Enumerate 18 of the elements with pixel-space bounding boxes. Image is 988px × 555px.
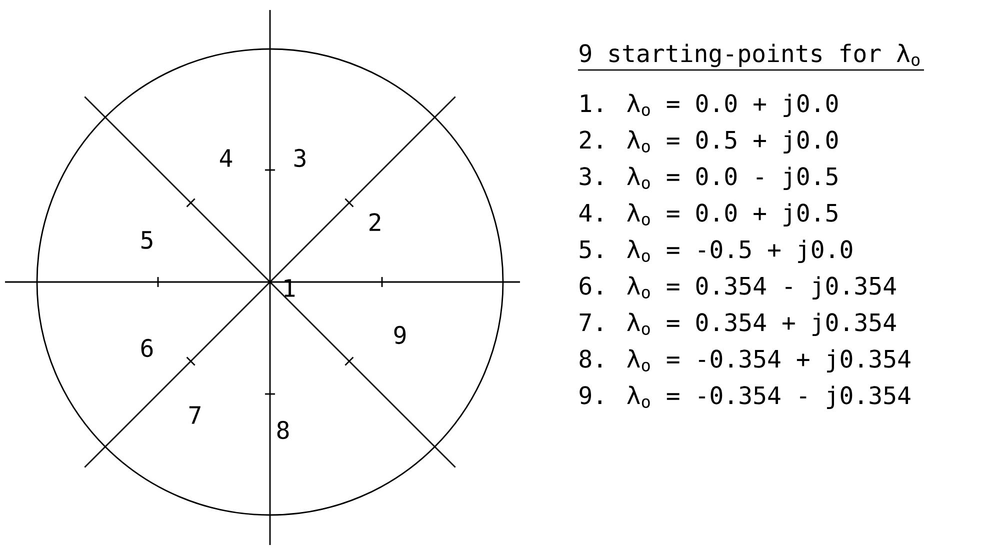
- starting-point-entry: 1. λ$_{o}$ = 0.0 + j0.0: [581, 94, 838, 117]
- starting-point-entry: 9. λ$_{o}$ = -0.354 - j0.354: [580, 386, 910, 409]
- region-number: 5: [141, 231, 152, 249]
- starting-point-entry: 8. λ$_{o}$ = -0.354 + j0.354: [580, 349, 910, 372]
- starting-point-entry: 4. λ$_{o}$ = 0.0 + j0.5: [579, 203, 838, 226]
- starting-point-entry: 3. λ$_{o}$ = 0.0 - j0.5: [580, 166, 838, 190]
- region-number: 9: [394, 326, 406, 344]
- starting-point-entry: 2. λ$_{o}$ = 0.5 + j0.0: [580, 130, 838, 154]
- region-number: 8: [277, 420, 289, 440]
- region-number: 3: [294, 148, 306, 168]
- starting-point-entry: 6. λ$_{o}$ = 0.354 - j0.354: [580, 276, 896, 300]
- region-number: 4: [220, 149, 232, 167]
- starting-point-entry: 5. λ$_{o}$ = -0.5 + j0.0: [580, 240, 852, 263]
- region-number: 6: [141, 338, 153, 358]
- region-number: 2: [370, 213, 380, 231]
- region-number: 7: [189, 406, 200, 424]
- list-title: 9 starting-points for λ$_{o}$: [580, 44, 920, 68]
- starting-point-entry: 7. λ$_{o}$ = 0.354 + j0.354: [580, 312, 896, 336]
